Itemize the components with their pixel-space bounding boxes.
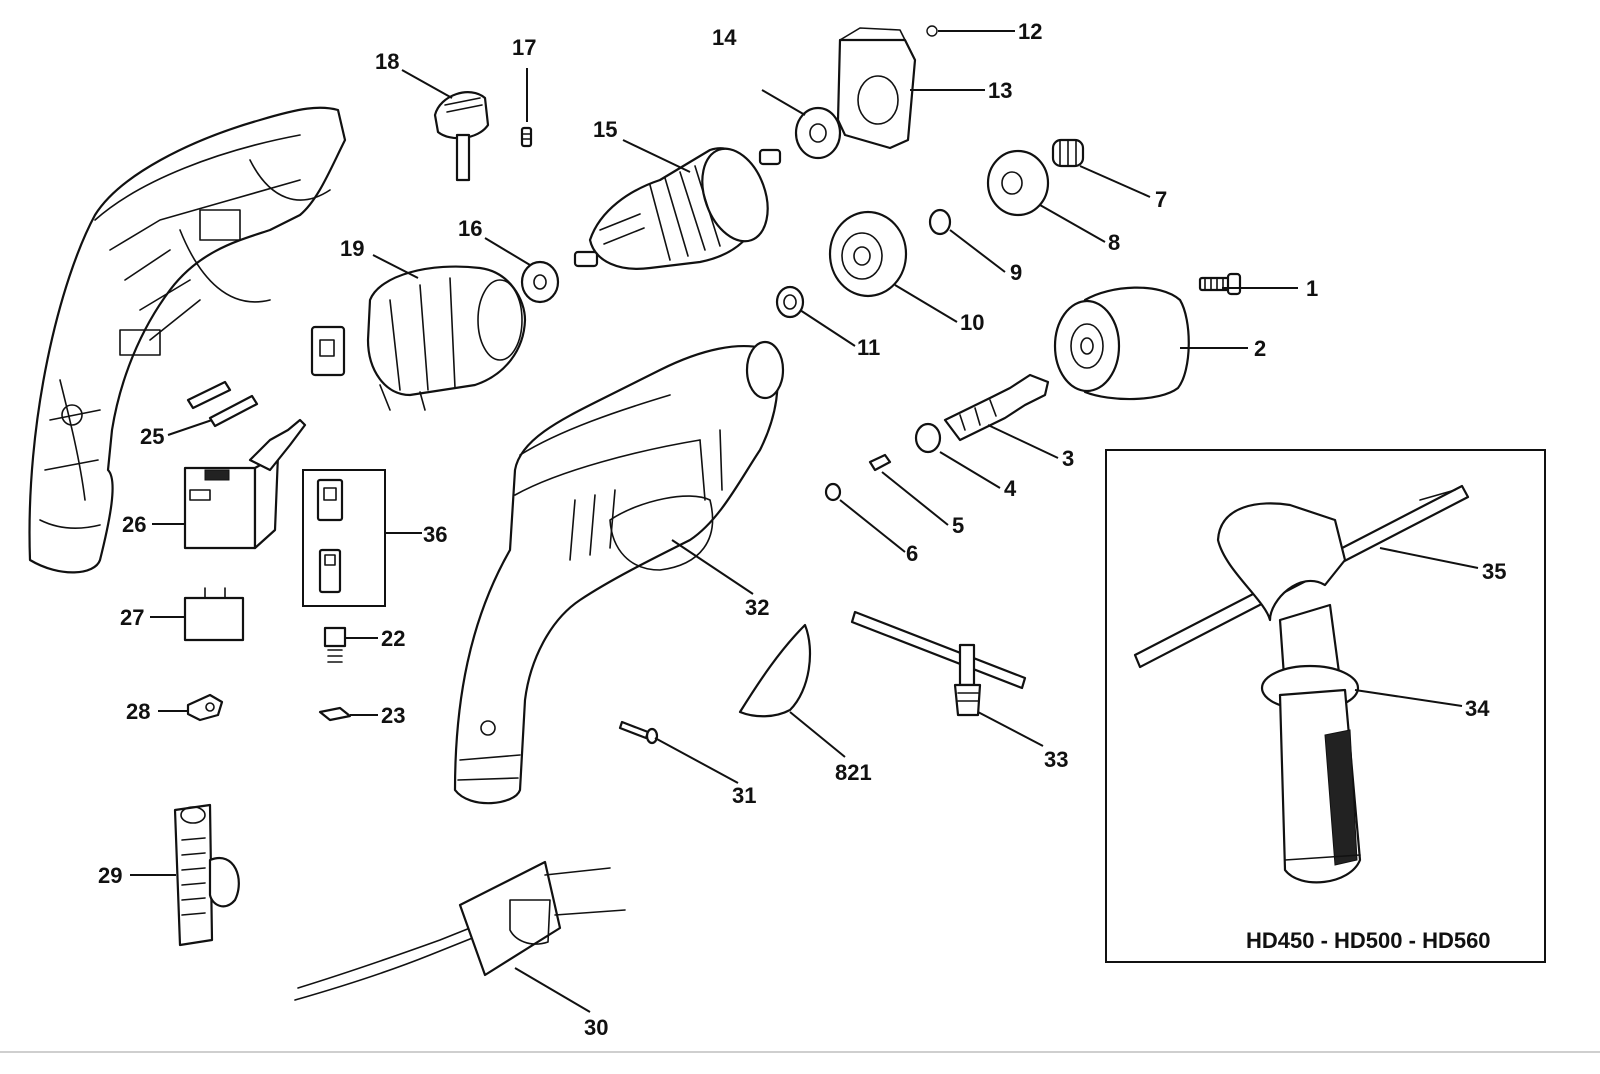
part-7-spring — [1051, 138, 1085, 168]
part-22-brush — [323, 626, 347, 663]
part-30-power-cord — [294, 860, 626, 1001]
part-18-knob — [433, 91, 490, 182]
part-17-pin — [520, 126, 533, 148]
part-label-1: 1 — [1306, 276, 1318, 301]
part-label-34: 34 — [1465, 696, 1490, 721]
part-label-14: 14 — [712, 25, 737, 50]
part-label-19: 19 — [340, 236, 364, 261]
part-label-15: 15 — [593, 117, 617, 142]
part-label-32: 32 — [745, 595, 769, 620]
part-13-bracket — [836, 27, 917, 150]
part-33-chuck-key — [850, 610, 1027, 717]
part-label-821: 821 — [835, 760, 872, 785]
part-26-switch — [183, 418, 307, 550]
part-16-bearing — [520, 260, 560, 304]
part-821-label — [738, 623, 812, 718]
part-31-screw — [618, 720, 659, 745]
inset-frame — [1105, 449, 1546, 963]
part-11-bushing — [775, 285, 805, 319]
part-label-22: 22 — [381, 626, 405, 651]
part-label-10: 10 — [960, 310, 984, 335]
part-34-side-handle — [1216, 502, 1362, 884]
part-14-washer — [794, 106, 842, 160]
part-19-field — [310, 265, 527, 411]
part-4-clip — [914, 422, 942, 454]
part-8-washer — [986, 149, 1050, 217]
part-label-25: 25 — [140, 424, 164, 449]
part-2-chuck — [1053, 286, 1190, 401]
part-label-27: 27 — [120, 605, 144, 630]
part-27-capacitor — [183, 587, 245, 642]
part-label-29: 29 — [98, 863, 122, 888]
part-label-16: 16 — [458, 216, 482, 241]
inset-model-label: HD450 - HD500 - HD560 — [1246, 928, 1491, 953]
part-label-13: 13 — [988, 78, 1012, 103]
part-15-armature — [573, 147, 782, 270]
housing-half-left — [28, 106, 347, 574]
part-12-ball — [926, 25, 938, 37]
part-3-spindle — [943, 373, 1050, 442]
part-label-30: 30 — [584, 1015, 608, 1040]
part-1-screw — [1198, 272, 1242, 296]
part-label-7: 7 — [1155, 187, 1167, 212]
part-label-35: 35 — [1482, 559, 1506, 584]
part-label-36: 36 — [423, 522, 447, 547]
part-label-6: 6 — [906, 541, 918, 566]
part-25-springs — [186, 380, 259, 428]
part-number-labels: 1 2 3 4 5 6 7 8 9 10 11 12 13 14 15 16 1… — [98, 19, 1506, 1040]
part-5-key — [868, 453, 892, 472]
part-label-31: 31 — [732, 783, 756, 808]
part-label-17: 17 — [512, 35, 536, 60]
part-9-ring — [928, 208, 952, 236]
part-29-cord-guard — [173, 803, 240, 947]
part-label-26: 26 — [122, 512, 146, 537]
part-label-33: 33 — [1044, 747, 1068, 772]
part-label-2: 2 — [1254, 336, 1266, 361]
part-label-8: 8 — [1108, 230, 1120, 255]
leader-lines — [130, 30, 1479, 1013]
part-label-11: 11 — [857, 335, 880, 360]
part-label-23: 23 — [381, 703, 405, 728]
part-32-housing — [453, 340, 785, 805]
part-6-oring — [824, 482, 842, 502]
part-label-9: 9 — [1010, 260, 1022, 285]
part-label-5: 5 — [952, 513, 964, 538]
part-label-18: 18 — [375, 49, 399, 74]
part-label-12: 12 — [1018, 19, 1042, 44]
part-label-4: 4 — [1004, 476, 1017, 501]
part-10-gear — [828, 210, 908, 298]
part-label-28: 28 — [126, 699, 150, 724]
part-label-3: 3 — [1062, 446, 1074, 471]
part-28-clamp — [186, 693, 224, 722]
part-23-plate — [318, 706, 352, 722]
part-36-brush-kit — [302, 469, 386, 607]
